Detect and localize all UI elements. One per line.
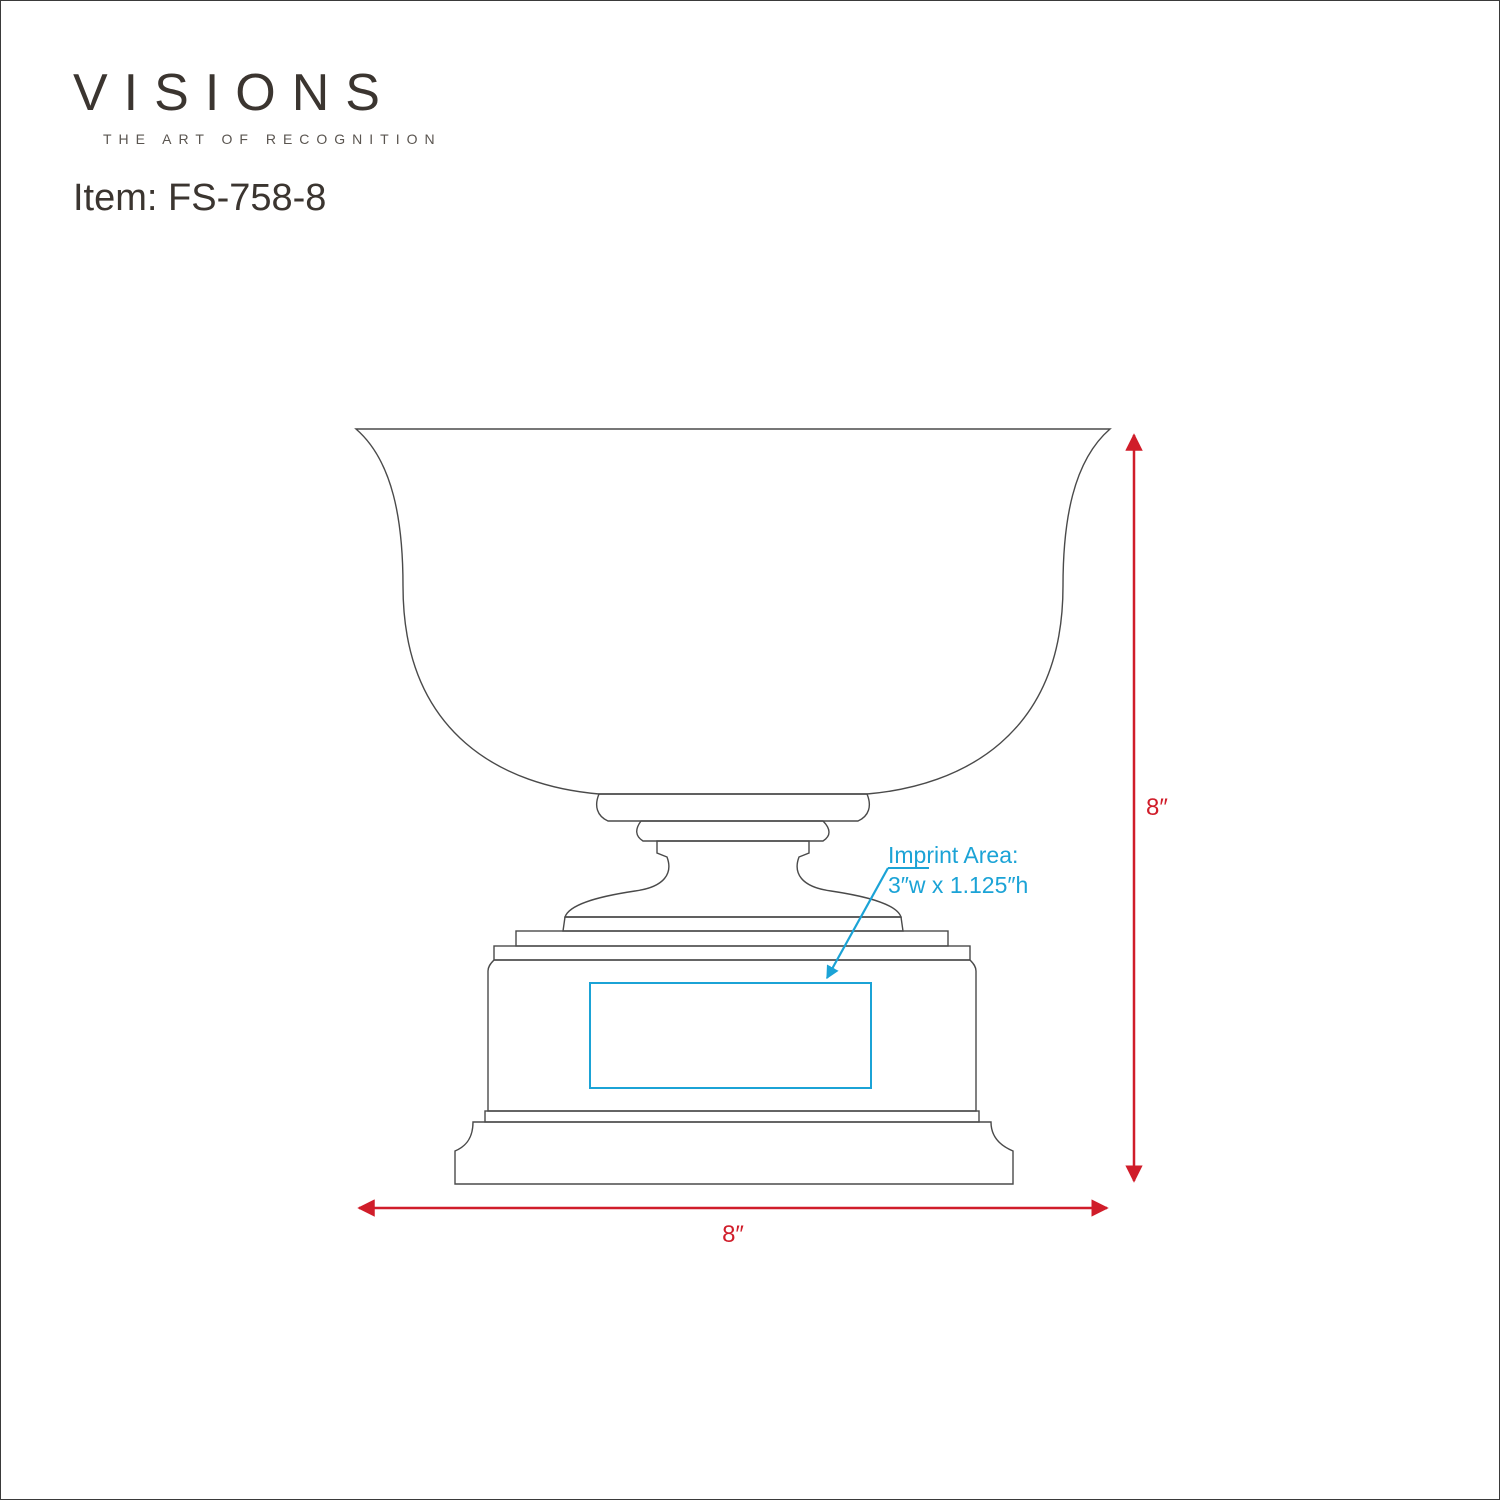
imprint-pointer-arrow	[826, 867, 889, 980]
width-dimension-label: 8″	[722, 1221, 744, 1248]
brand-name: VISIONS	[73, 64, 396, 122]
imprint-size: 3″w x 1.125″h	[888, 872, 1028, 898]
imprint-area-box	[589, 982, 872, 1089]
brand-logo: VISIONS THE ART OF RECOGNITION	[73, 63, 463, 147]
brand-tagline: THE ART OF RECOGNITION	[103, 131, 442, 147]
trophy-collar	[596, 793, 870, 822]
item-number: Item: FS-758-8	[73, 177, 326, 220]
base-top-plate	[515, 930, 949, 947]
base-lower-band	[484, 1110, 980, 1123]
base-top-lip	[493, 945, 971, 961]
trophy-collar-band	[636, 820, 830, 842]
height-dimension-label: 8″	[1146, 794, 1168, 821]
base-footer	[454, 1121, 1014, 1185]
item-code: FS-758-8	[168, 177, 327, 219]
trophy-stem-disc	[562, 916, 904, 932]
imprint-title: Imprint Area:	[888, 842, 1018, 868]
trophy-bowl	[354, 428, 1112, 795]
item-label: Item:	[73, 177, 158, 219]
trophy-stem	[564, 840, 902, 918]
